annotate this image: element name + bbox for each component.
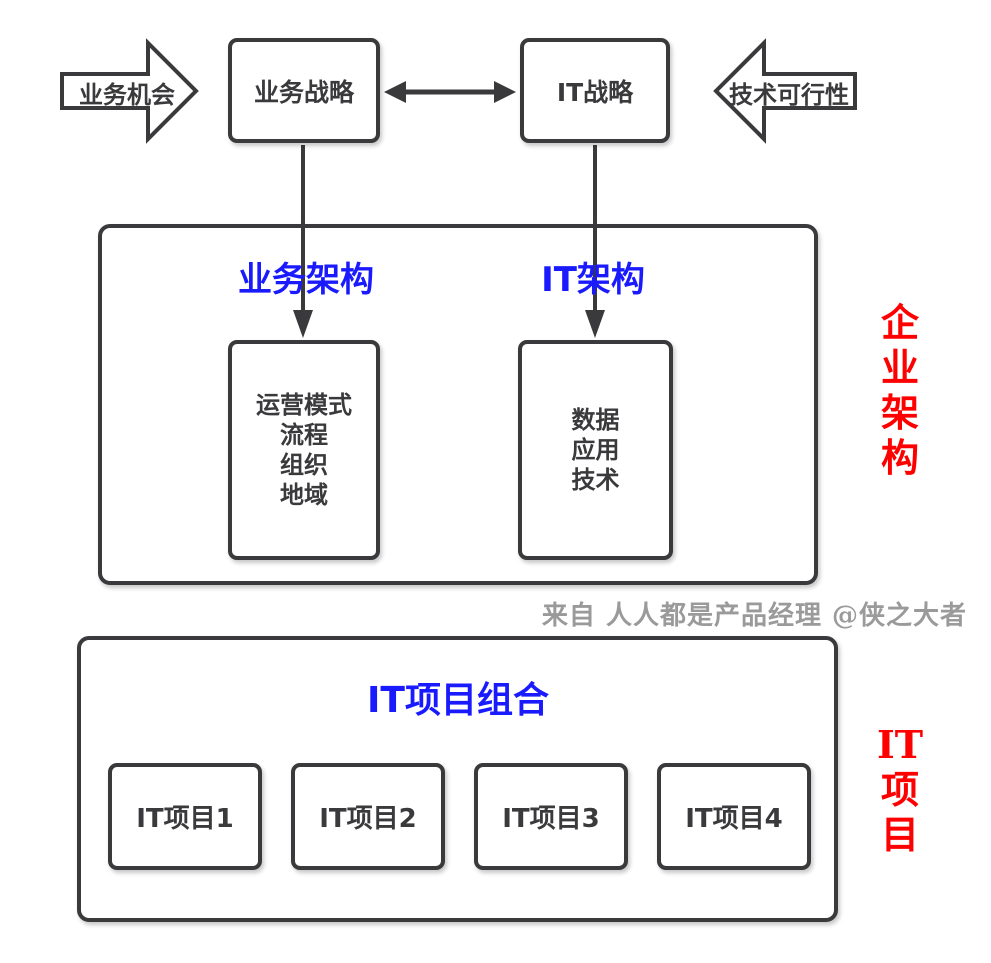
business-architecture-line: 地域 — [280, 481, 328, 509]
side-label-char: 构 — [880, 435, 919, 480]
business-strategy-box: 业务战略 — [228, 38, 380, 143]
side-label-char: 架 — [880, 390, 919, 435]
it-project-box-4: IT项目4 — [657, 763, 811, 870]
it-projects-side-label: IT 项 目 — [874, 722, 926, 857]
bidirectional-arrow — [384, 81, 516, 103]
enterprise-architecture-side-label: 企 业 架 构 — [878, 300, 922, 480]
it-project-box-3: IT项目3 — [474, 763, 628, 870]
side-label-char: 业 — [880, 345, 919, 390]
side-label-char: IT — [876, 722, 924, 767]
it-architecture-line: 数据 — [571, 406, 620, 434]
arrowhead-left — [384, 81, 406, 103]
side-label-char: 企 — [880, 300, 919, 345]
business-architecture-label: 业务架构 — [238, 260, 374, 300]
business-architecture-line: 运营模式 — [256, 391, 352, 419]
enterprise-architecture-container — [98, 224, 818, 585]
business-architecture-line: 流程 — [280, 421, 328, 449]
business-architecture-box: 运营模式 流程 组织 地域 — [228, 340, 380, 560]
side-label-char: 项 — [880, 767, 919, 812]
watermark-text: 来自 人人都是产品经理 @侠之大者 — [541, 601, 967, 631]
it-architecture-line: 应用 — [571, 436, 620, 464]
side-label-char: 目 — [880, 812, 919, 857]
it-architecture-label: IT架构 — [541, 260, 645, 300]
it-projects-title: IT项目组合 — [367, 680, 549, 721]
business-architecture-line: 组织 — [280, 451, 328, 479]
tech-feasibility-arrow-label: 技术可行性 — [729, 80, 849, 109]
it-architecture-line: 技术 — [571, 466, 620, 494]
it-architecture-box: 数据 应用 技术 — [518, 340, 673, 560]
it-project-box-1: IT项目1 — [108, 763, 262, 870]
arrowhead-right — [494, 81, 516, 103]
it-project-box-2: IT项目2 — [291, 763, 445, 870]
it-strategy-box: IT战略 — [520, 38, 670, 143]
business-opportunity-arrow-label: 业务机会 — [79, 80, 175, 109]
